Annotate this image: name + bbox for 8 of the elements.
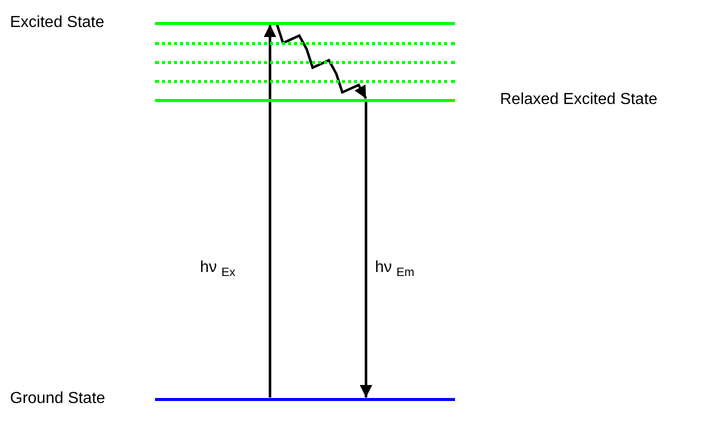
edge-label: hν $_{Em}$ xyxy=(375,258,414,281)
energy-level-label: Relaxed Excited State xyxy=(500,91,658,109)
arrow xyxy=(264,24,276,398)
arrow xyxy=(360,102,372,398)
edge-label: hν $_{Ex}$ xyxy=(200,258,236,281)
wavy-arrow xyxy=(276,24,368,100)
energy-level-label: Excited State xyxy=(10,14,104,32)
energy-level-label: Ground State xyxy=(10,390,106,408)
